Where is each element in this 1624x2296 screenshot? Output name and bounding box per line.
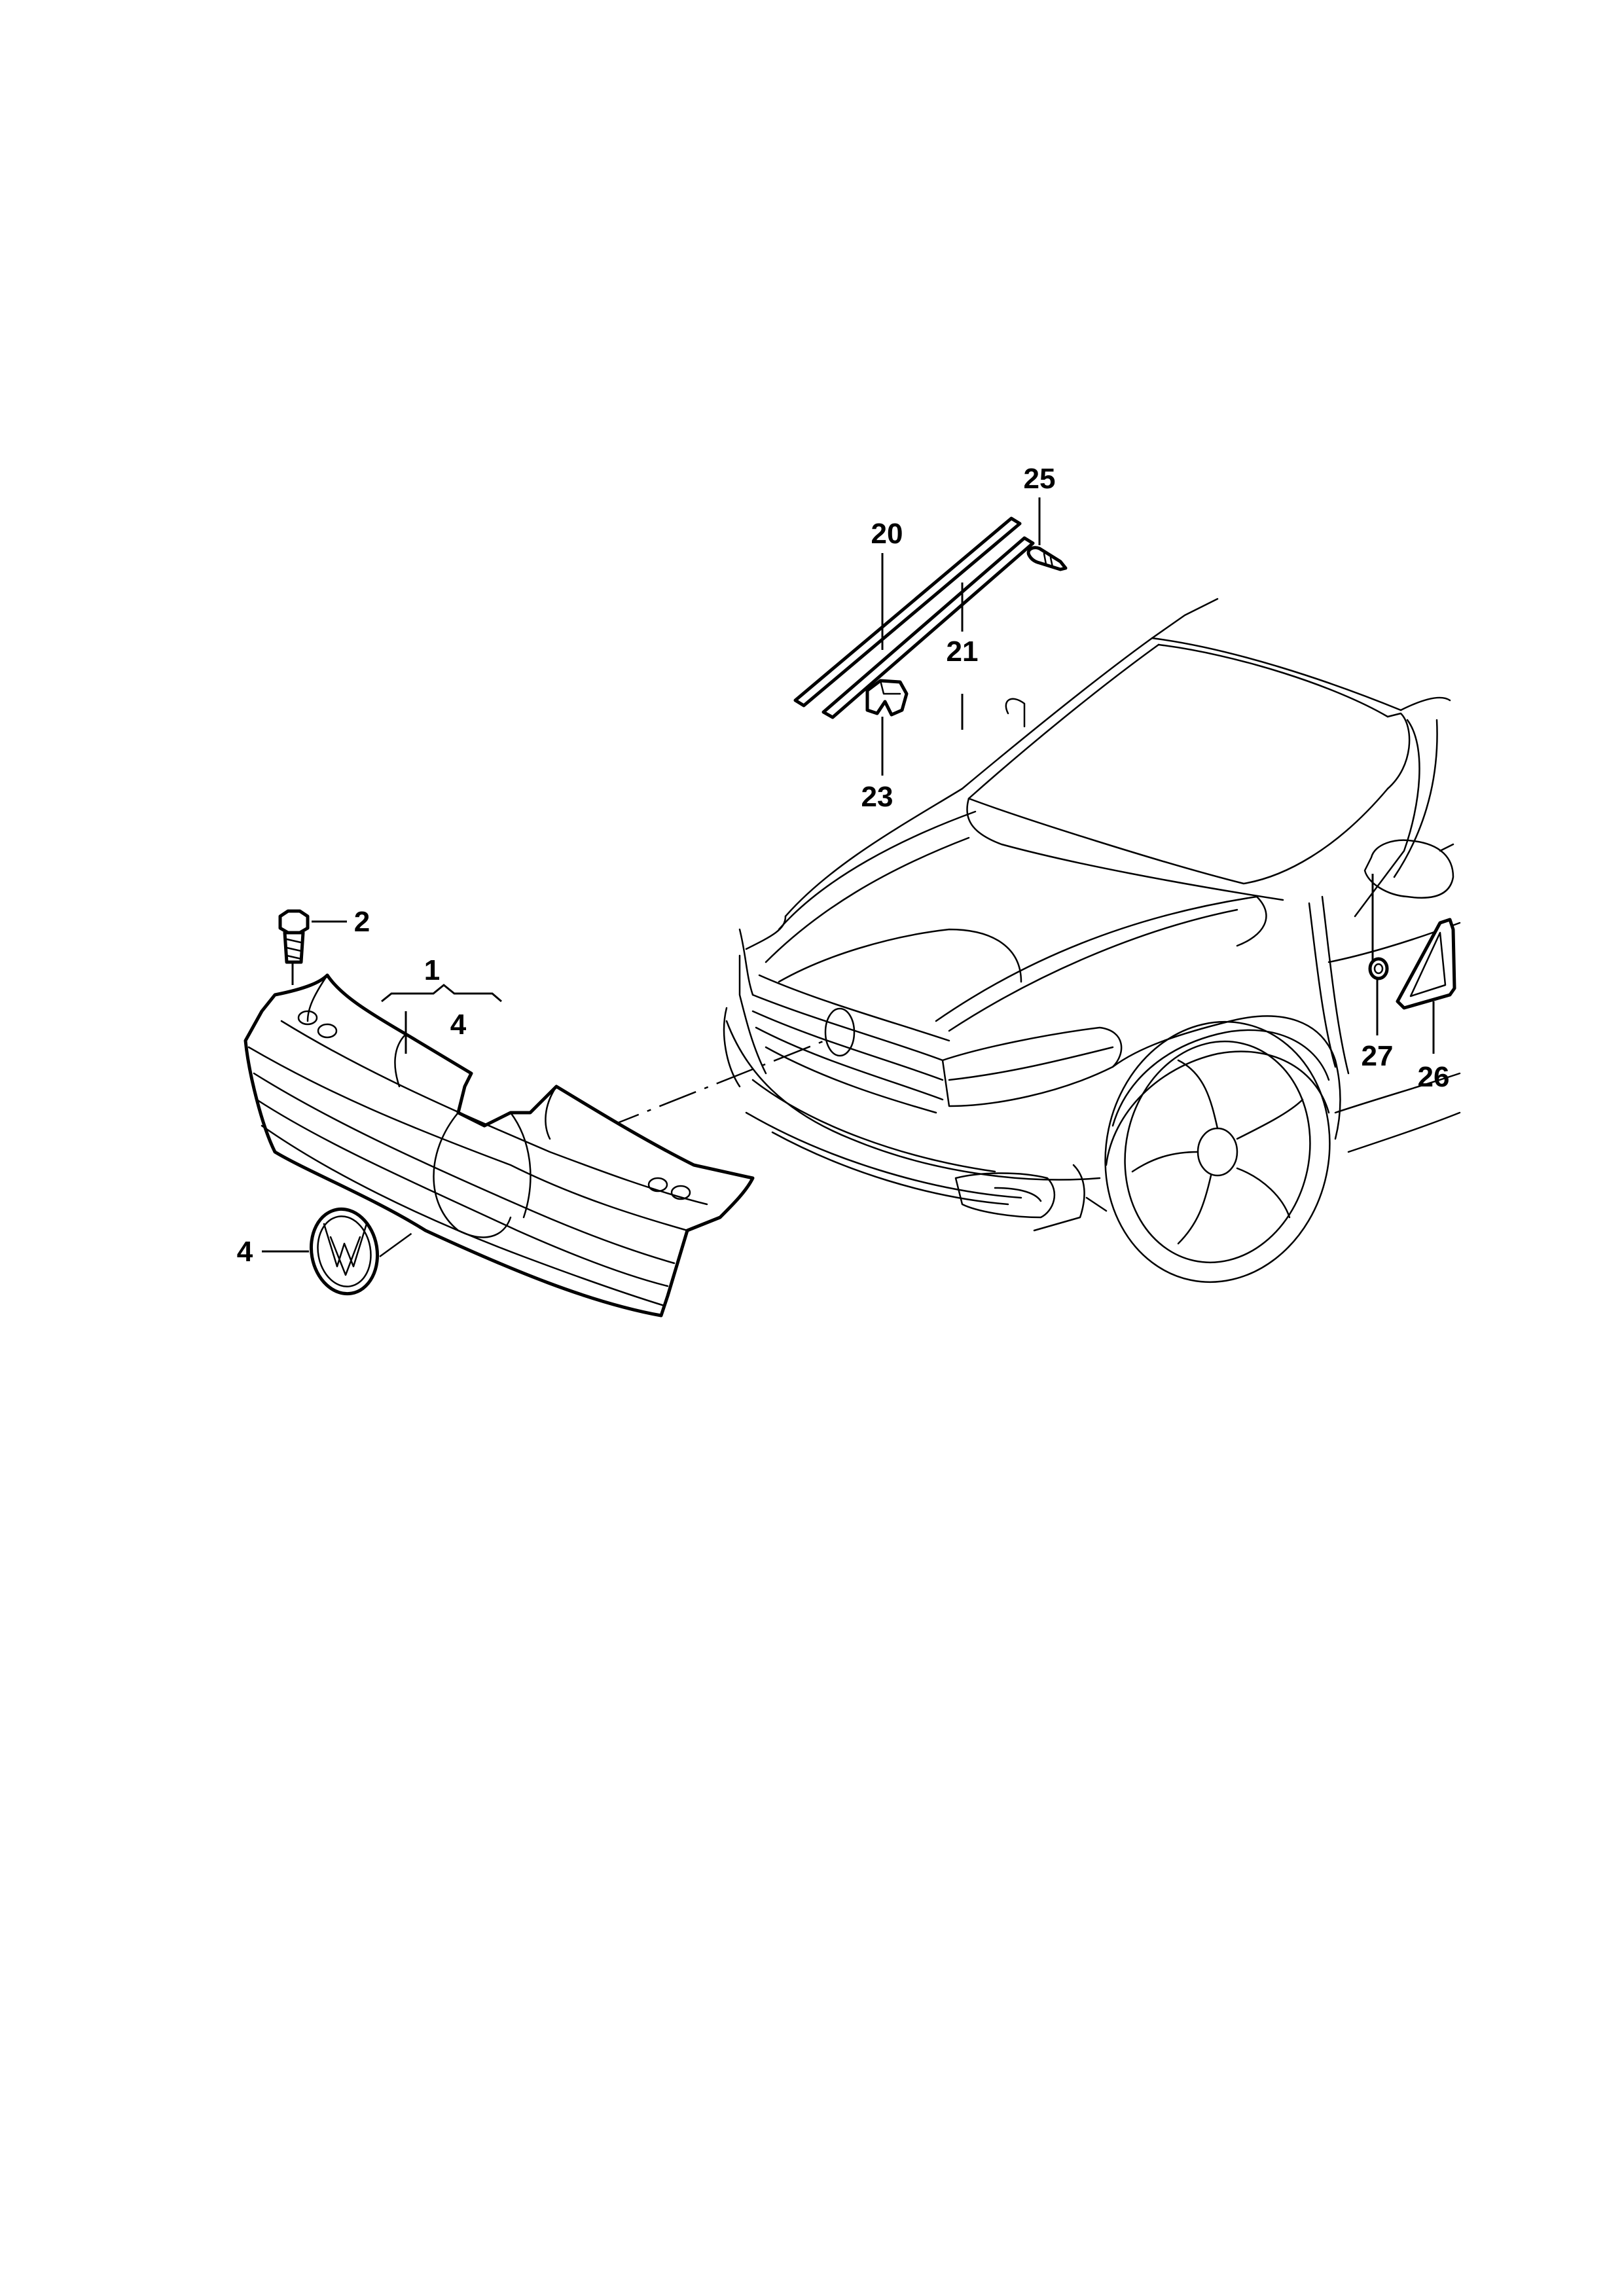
trim-strips	[793, 516, 1035, 719]
front-grille	[244, 973, 755, 1318]
callout-4: 4	[237, 1236, 253, 1268]
callout-27: 27	[1362, 1040, 1394, 1072]
callout-23: 23	[861, 781, 893, 813]
nut-part	[1368, 957, 1389, 980]
pin-part	[1026, 546, 1068, 571]
callout-2: 2	[354, 906, 370, 938]
triangle-trim-part	[1396, 918, 1456, 1010]
callout-21: 21	[947, 636, 979, 668]
clip-part	[865, 679, 909, 717]
callout-25: 25	[1024, 463, 1056, 495]
leader-lines	[262, 497, 1435, 1253]
callout-4-group: 4	[450, 1009, 467, 1041]
callout-1: 1	[424, 954, 440, 986]
callout-20: 20	[871, 518, 903, 550]
callout-labels: 1 2 4 4 20 21 23 25 26 27	[237, 463, 1450, 1268]
bolt-part	[278, 909, 310, 964]
vehicle-outline	[723, 598, 1461, 1283]
callout-26: 26	[1418, 1061, 1450, 1093]
vw-emblem-part	[309, 1207, 380, 1296]
